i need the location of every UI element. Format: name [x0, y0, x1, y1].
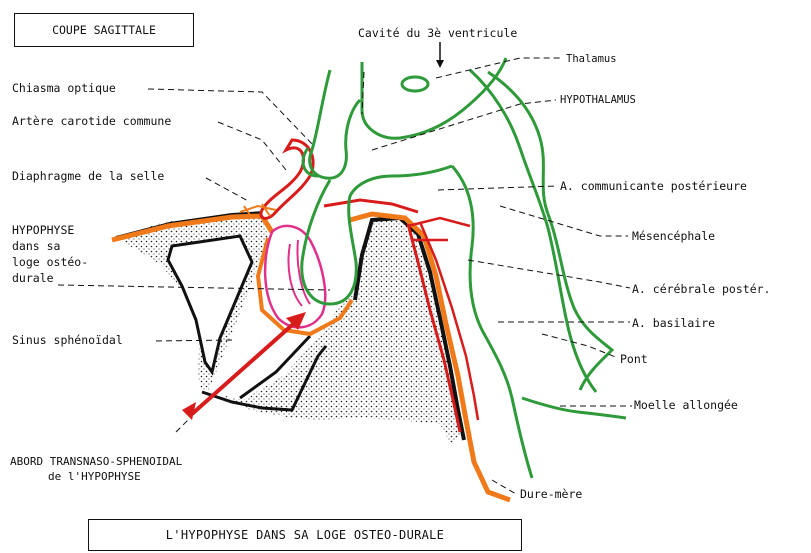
- label-hypothalamus: HYPOTHALAMUS: [560, 94, 636, 107]
- medulla-outline: [522, 398, 626, 418]
- title-box: COUPE SAGITTALE: [14, 13, 194, 47]
- diagram-title: COUPE SAGITTALE: [52, 23, 156, 37]
- posterior-communicating-artery: [324, 200, 418, 212]
- label-hypophyse-line1: HYPOPHYSE: [12, 222, 88, 238]
- hypothalamus-outline: [310, 70, 360, 178]
- label-hypophyse-line2: dans sa: [12, 238, 88, 254]
- label-sinus-sphenoidal: Sinus sphénoïdal: [12, 334, 123, 347]
- label-thalamus: Thalamus: [566, 53, 617, 66]
- label-hypophyse-group: HYPOPHYSE dans sa loge ostéo- durale: [12, 222, 88, 286]
- label-artere-carotide: Artère carotide commune: [12, 115, 171, 128]
- approach-arrow-tail: [182, 402, 196, 420]
- label-a-communicante: A. communicante postérieure: [560, 180, 747, 193]
- label-a-basilaire: A. basilaire: [632, 317, 715, 330]
- pituitary-gland: [265, 226, 325, 327]
- label-hypophyse-line3: loge ostéo-: [12, 254, 88, 270]
- label-abord-line1: ABORD TRANSNASO-SPHENOIDAL: [10, 454, 182, 469]
- label-hypophyse-line4: durale: [12, 270, 88, 286]
- label-abord-line2: de l'HYPOPHYSE: [10, 469, 182, 484]
- third-ventricle-outline: [362, 58, 506, 138]
- label-pont: Pont: [620, 353, 648, 366]
- caption-box: L'HYPOPHYSE DANS SA LOGE OSTEO-DURALE: [88, 519, 522, 551]
- label-a-cerebrale: A. cérébrale postér.: [632, 283, 770, 296]
- label-cavite-3e-ventricule: Cavité du 3è ventricule: [358, 27, 517, 40]
- label-diaphragme-selle: Diaphragme de la selle: [12, 170, 164, 183]
- diagram-caption: L'HYPOPHYSE DANS SA LOGE OSTEO-DURALE: [166, 528, 444, 542]
- label-dure-mere: Dure-mère: [520, 488, 582, 501]
- label-abord-group: ABORD TRANSNASO-SPHENOIDAL de l'HYPOPHYS…: [10, 454, 182, 484]
- cavite-arrow-head: [436, 60, 444, 68]
- label-moelle-allongee: Moelle allongée: [634, 399, 738, 412]
- label-chiasma-optique: Chiasma optique: [12, 82, 116, 95]
- massa-intermedia: [402, 77, 428, 91]
- label-mesencephale: Mésencéphale: [632, 230, 715, 243]
